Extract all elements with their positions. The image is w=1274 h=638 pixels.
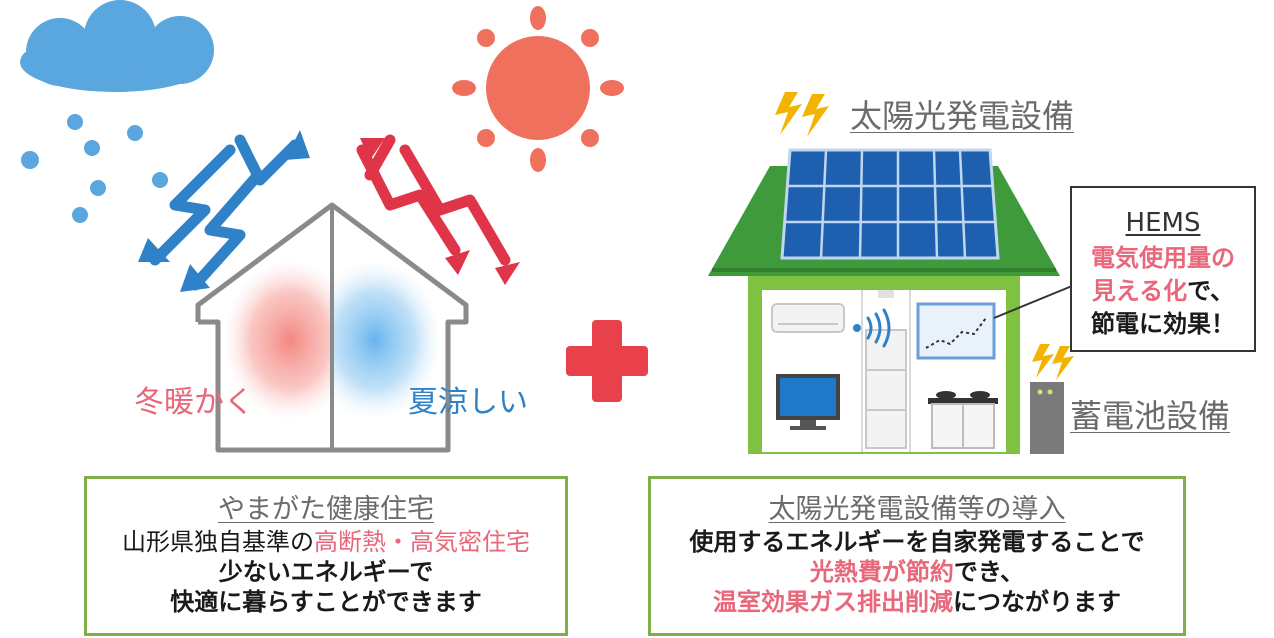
cold-arrows xyxy=(149,134,301,291)
hems-line-1: 電気使用量の xyxy=(1091,243,1235,272)
health-house-line-2: 少ないエネルギーで xyxy=(218,557,434,586)
kitchen-stove-icon xyxy=(928,391,998,449)
solar-intro-line-3: 温室効果ガス排出削減につながります xyxy=(713,587,1121,616)
refrigerator-icon xyxy=(865,329,907,449)
air-conditioner-icon xyxy=(771,303,845,333)
cold-arrow-heads xyxy=(138,130,310,292)
lightning-bolt-icon xyxy=(1032,344,1074,380)
heat-arrow-heads xyxy=(360,138,520,285)
hems-pointer-line xyxy=(993,285,1073,319)
solar-intro-line-2: 光熱費が節約でき、 xyxy=(809,557,1025,586)
battery-unit-icon xyxy=(1030,382,1064,454)
monitor-chart-icon xyxy=(916,302,996,360)
winter-label: 冬暖かく xyxy=(134,385,254,420)
lightning-bolt-icon xyxy=(775,92,829,137)
hems-callout: HEMS 電気使用量の 見える化で、 節電に効果！ xyxy=(1070,186,1256,352)
insulated-house xyxy=(195,202,469,453)
tv-icon xyxy=(776,374,840,430)
rain-drops-icon xyxy=(21,114,168,223)
hems-line-2: 見える化で、 xyxy=(1091,276,1235,305)
solar-house xyxy=(708,148,1060,454)
health-house-line-1: 山形県独自基準の高断熱・高気密住宅 xyxy=(122,527,530,556)
sun-icon xyxy=(452,6,624,172)
wifi-signal-icon xyxy=(853,308,891,348)
battery-label: 蓄電池設備 xyxy=(1070,397,1231,435)
health-house-box: やまがた健康住宅 山形県独自基準の高断熱・高気密住宅 少ないエネルギーで 快適に… xyxy=(84,476,568,636)
heat-arrows xyxy=(356,134,511,266)
solar-panel-icon xyxy=(780,148,1000,260)
summer-label: 夏涼しい xyxy=(408,385,528,420)
solar-intro-title: 太陽光発電設備等の導入 xyxy=(768,494,1066,525)
health-house-line-3: 快適に暮らすことができます xyxy=(170,587,482,616)
plus-icon xyxy=(566,320,648,402)
cloud-icon xyxy=(20,0,214,92)
solar-intro-line-1: 使用するエネルギーを自家発電することで xyxy=(689,527,1145,556)
solar-intro-box: 太陽光発電設備等の導入 使用するエネルギーを自家発電することで 光熱費が節約でき… xyxy=(648,476,1186,636)
health-house-title: やまがた健康住宅 xyxy=(218,494,434,525)
hems-line-3: 節電に効果！ xyxy=(1091,310,1235,339)
hems-title: HEMS xyxy=(1125,208,1201,238)
solar-label: 太陽光発電設備 xyxy=(850,97,1075,135)
